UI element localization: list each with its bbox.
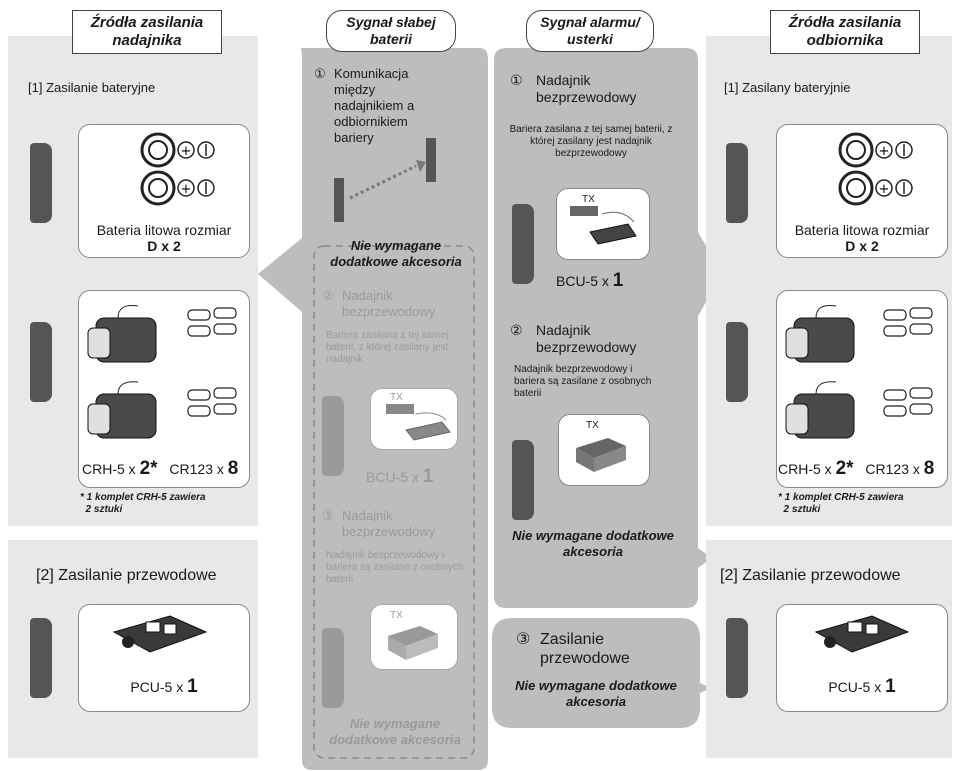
left-footnote: * 1 komplet CRH-5 zawiera 2 sztuki <box>80 492 206 515</box>
left-pcu-line: PCU-5 x 1 <box>80 676 248 697</box>
left-crh-pack-icon <box>87 305 157 439</box>
al-opt3-note: Nie wymagane dodatkowe akcesoria <box>515 678 677 709</box>
lb-opt2: ② Nadajnik bezprzewodowy <box>322 288 472 320</box>
al-opt1-bcu-icon <box>570 206 637 245</box>
al-opt1-text: Nadajnik bezprzewodowy <box>536 72 637 105</box>
left-transmitter-device-1 <box>30 143 52 223</box>
left-lithium-label: Bateria litowa rozmiar <box>96 222 232 238</box>
al-opt2-device <box>512 440 534 520</box>
right-crh-pack-icon <box>785 305 855 439</box>
left-title: Źródła zasilania nadajnika <box>72 10 222 54</box>
al-opt1-line: BCU-5 x 1 <box>556 270 624 291</box>
al-opt1-qty: 1 <box>612 270 624 291</box>
left-crh-line: CRH-5 x 2* CR123 x 8 <box>82 458 239 479</box>
lb-opt3-desc: Nadajnik bezprzewodowy i bariera są zasi… <box>326 550 464 585</box>
left-pcu-board-icon <box>112 615 208 653</box>
right-cr-label: CR123 x <box>865 461 920 477</box>
lb-opt3-device <box>322 628 344 708</box>
lb-opt2-bcu-icon <box>386 404 451 441</box>
right-title: Źródła zasilania odbiornika <box>770 10 920 54</box>
right-receiver-device-2 <box>726 322 748 402</box>
alarm-title: Sygnał alarmu/ usterki <box>526 10 654 52</box>
al-opt3-text: Zasilanie przewodowe <box>540 631 630 667</box>
al-opt1-num: ① <box>510 72 523 88</box>
al-opt1: ① Nadajnik bezprzewodowy <box>510 72 680 106</box>
right-pcu-board-icon <box>814 615 910 653</box>
al-opt1-tx: TX <box>582 194 595 205</box>
lb-opt3-text: Nadajnik bezprzewodowy <box>342 508 436 539</box>
svg-text:+: + <box>879 144 890 159</box>
al-opt1-device <box>512 204 534 284</box>
right-crh-label: CRH-5 x <box>778 461 832 477</box>
lb-opt2-label: BCU-5 x <box>366 469 419 485</box>
right-receiver-device-3 <box>726 618 748 698</box>
left-pcu-label: PCU-5 x <box>130 679 184 695</box>
svg-text:+: + <box>181 182 192 197</box>
lb-opt3-tx-icon <box>388 626 438 660</box>
left-lithium-battery-icon: + + <box>140 132 215 206</box>
al-opt3-num: ③ <box>516 631 531 648</box>
left-cr123-icon <box>187 307 237 417</box>
left-crh-qty: 2* <box>139 458 158 479</box>
al-opt1-desc: Bariera zasilana z tej samej baterii, z … <box>509 124 673 159</box>
lb-opt2-text: Nadajnik bezprzewodowy <box>342 288 436 319</box>
lb-opt2-line: BCU-5 x 1 <box>366 466 434 487</box>
right-cr-qty: 8 <box>923 458 935 479</box>
lb-opt1-note: Nie wymagane dodatkowe akcesoria <box>330 238 462 269</box>
al-opt2: ② Nadajnik bezprzewodowy <box>510 322 680 356</box>
right-pcu-label: PCU-5 x <box>828 679 882 695</box>
lb-opt2-desc: Bariera zasilana z tej samej baterii, z … <box>326 330 449 365</box>
right-receiver-device-1 <box>726 143 748 223</box>
lb-opt2-qty: 1 <box>422 466 434 487</box>
left-pcu-qty: 1 <box>187 676 198 697</box>
al-opt2-tx: TX <box>586 420 599 431</box>
right-lithium-qty: D x 2 <box>845 238 879 254</box>
lb-opt1-text: Komunikacja między nadajnikiem a odbiorn… <box>334 66 415 145</box>
right-pcu-line: PCU-5 x 1 <box>778 676 946 697</box>
lb-opt3-note: Nie wymagane dodatkowe akcesoria <box>329 716 461 747</box>
lb-opt1-diagram <box>334 138 436 222</box>
svg-text:+: + <box>879 182 890 197</box>
al-opt2-desc: Nadajnik bezprzewodowy i bariera są zasi… <box>514 364 652 399</box>
al-opt1-label: BCU-5 x <box>556 273 609 289</box>
left-transmitter-device-3 <box>30 618 52 698</box>
right-pcu-qty: 1 <box>885 676 896 697</box>
left-cr-label: CR123 x <box>169 461 224 477</box>
left-cr-qty: 8 <box>227 458 239 479</box>
right-footnote: * 1 komplet CRH-5 zawiera 2 sztuki <box>778 492 904 515</box>
al-opt3: ③ Zasilanie przewodowe <box>516 630 686 668</box>
al-opt2-num: ② <box>510 322 523 338</box>
alarm-column-bg <box>494 48 722 608</box>
left-battery-header: [1] Zasilanie bateryjne <box>28 80 156 95</box>
left-wired-header: [2] Zasilanie przewodowe <box>36 567 217 584</box>
right-lithium-label: Bateria litowa rozmiar <box>794 222 930 238</box>
left-crh-label: CRH-5 x <box>82 461 136 477</box>
right-crh-line: CRH-5 x 2* CR123 x 8 <box>778 458 935 479</box>
lb-opt2-device <box>322 396 344 476</box>
al-opt2-text: Nadajnik bezprzewodowy <box>536 322 637 355</box>
al-opt2-tx-icon <box>576 438 626 472</box>
lb-opt2-num: ② <box>322 288 334 303</box>
wired-option-bubble <box>492 618 712 728</box>
lb-opt2-tx: TX <box>390 392 403 403</box>
lb-opt3-tx: TX <box>390 610 403 621</box>
right-battery-header: [1] Zasilany bateryjnie <box>724 80 851 95</box>
left-transmitter-device-2 <box>30 322 52 402</box>
lb-opt3-num: ③ <box>322 508 334 523</box>
svg-text:+: + <box>181 144 192 159</box>
low-battery-title: Sygnał słabej baterii <box>326 10 456 52</box>
al-opt2-note: Nie wymagane dodatkowe akcesoria <box>512 528 674 559</box>
right-crh-qty: 2* <box>835 458 854 479</box>
right-cr123-icon <box>883 307 933 417</box>
left-lithium-qty: D x 2 <box>147 238 181 254</box>
lb-opt1: ① Komunikacja między nadajnikiem a odbio… <box>314 66 474 146</box>
low-battery-dashed-group <box>313 245 475 759</box>
lb-opt3: ③ Nadajnik bezprzewodowy <box>322 508 472 540</box>
right-wired-header: [2] Zasilanie przewodowe <box>720 567 901 584</box>
lb-opt1-num: ① <box>314 66 326 81</box>
al-opt1-box <box>556 188 650 260</box>
right-lithium-battery-icon: + + <box>838 132 913 206</box>
